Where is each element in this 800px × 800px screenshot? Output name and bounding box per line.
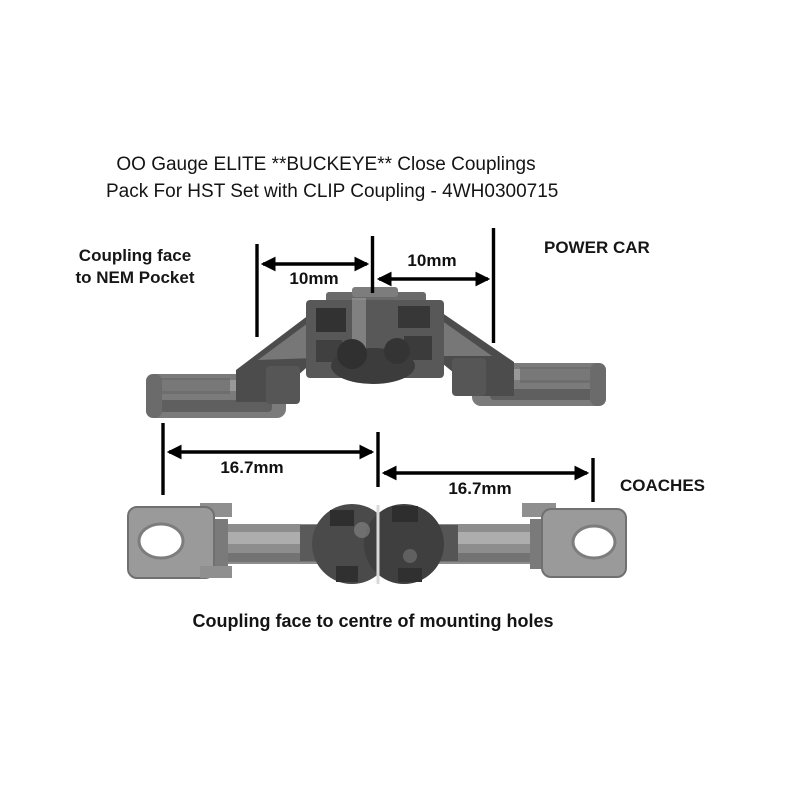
dim-label-coaches-right: 16.7mm xyxy=(448,479,512,498)
coach-coupling-image xyxy=(127,503,627,584)
dim-label-power-car-left: 10mm xyxy=(289,269,339,288)
dim-label-coaches-left: 16.7mm xyxy=(220,458,284,477)
product-title-line-1: OO Gauge ELITE **BUCKEYE** Close Couplin… xyxy=(116,154,536,175)
nem-pocket-note: Coupling face to NEM Pocket xyxy=(55,245,215,289)
power-car-coupling-image xyxy=(146,287,606,418)
coaches-dimension-lines xyxy=(161,423,595,502)
power-car-dimension-lines xyxy=(255,228,496,343)
product-title: OO Gauge ELITE **BUCKEYE** Close Couplin… xyxy=(106,151,559,205)
dim-label-power-car-right: 10mm xyxy=(407,251,457,270)
nem-pocket-note-line-1: Coupling face xyxy=(78,246,192,265)
power-car-label: POWER CAR xyxy=(544,238,650,257)
product-title-line-2: Pack For HST Set with CLIP Coupling - 4W… xyxy=(106,181,559,202)
coaches-label: COACHES xyxy=(620,476,706,495)
mounting-holes-caption: Coupling face to centre of mounting hole… xyxy=(192,611,554,631)
nem-pocket-note-line-2: to NEM Pocket xyxy=(75,268,195,287)
